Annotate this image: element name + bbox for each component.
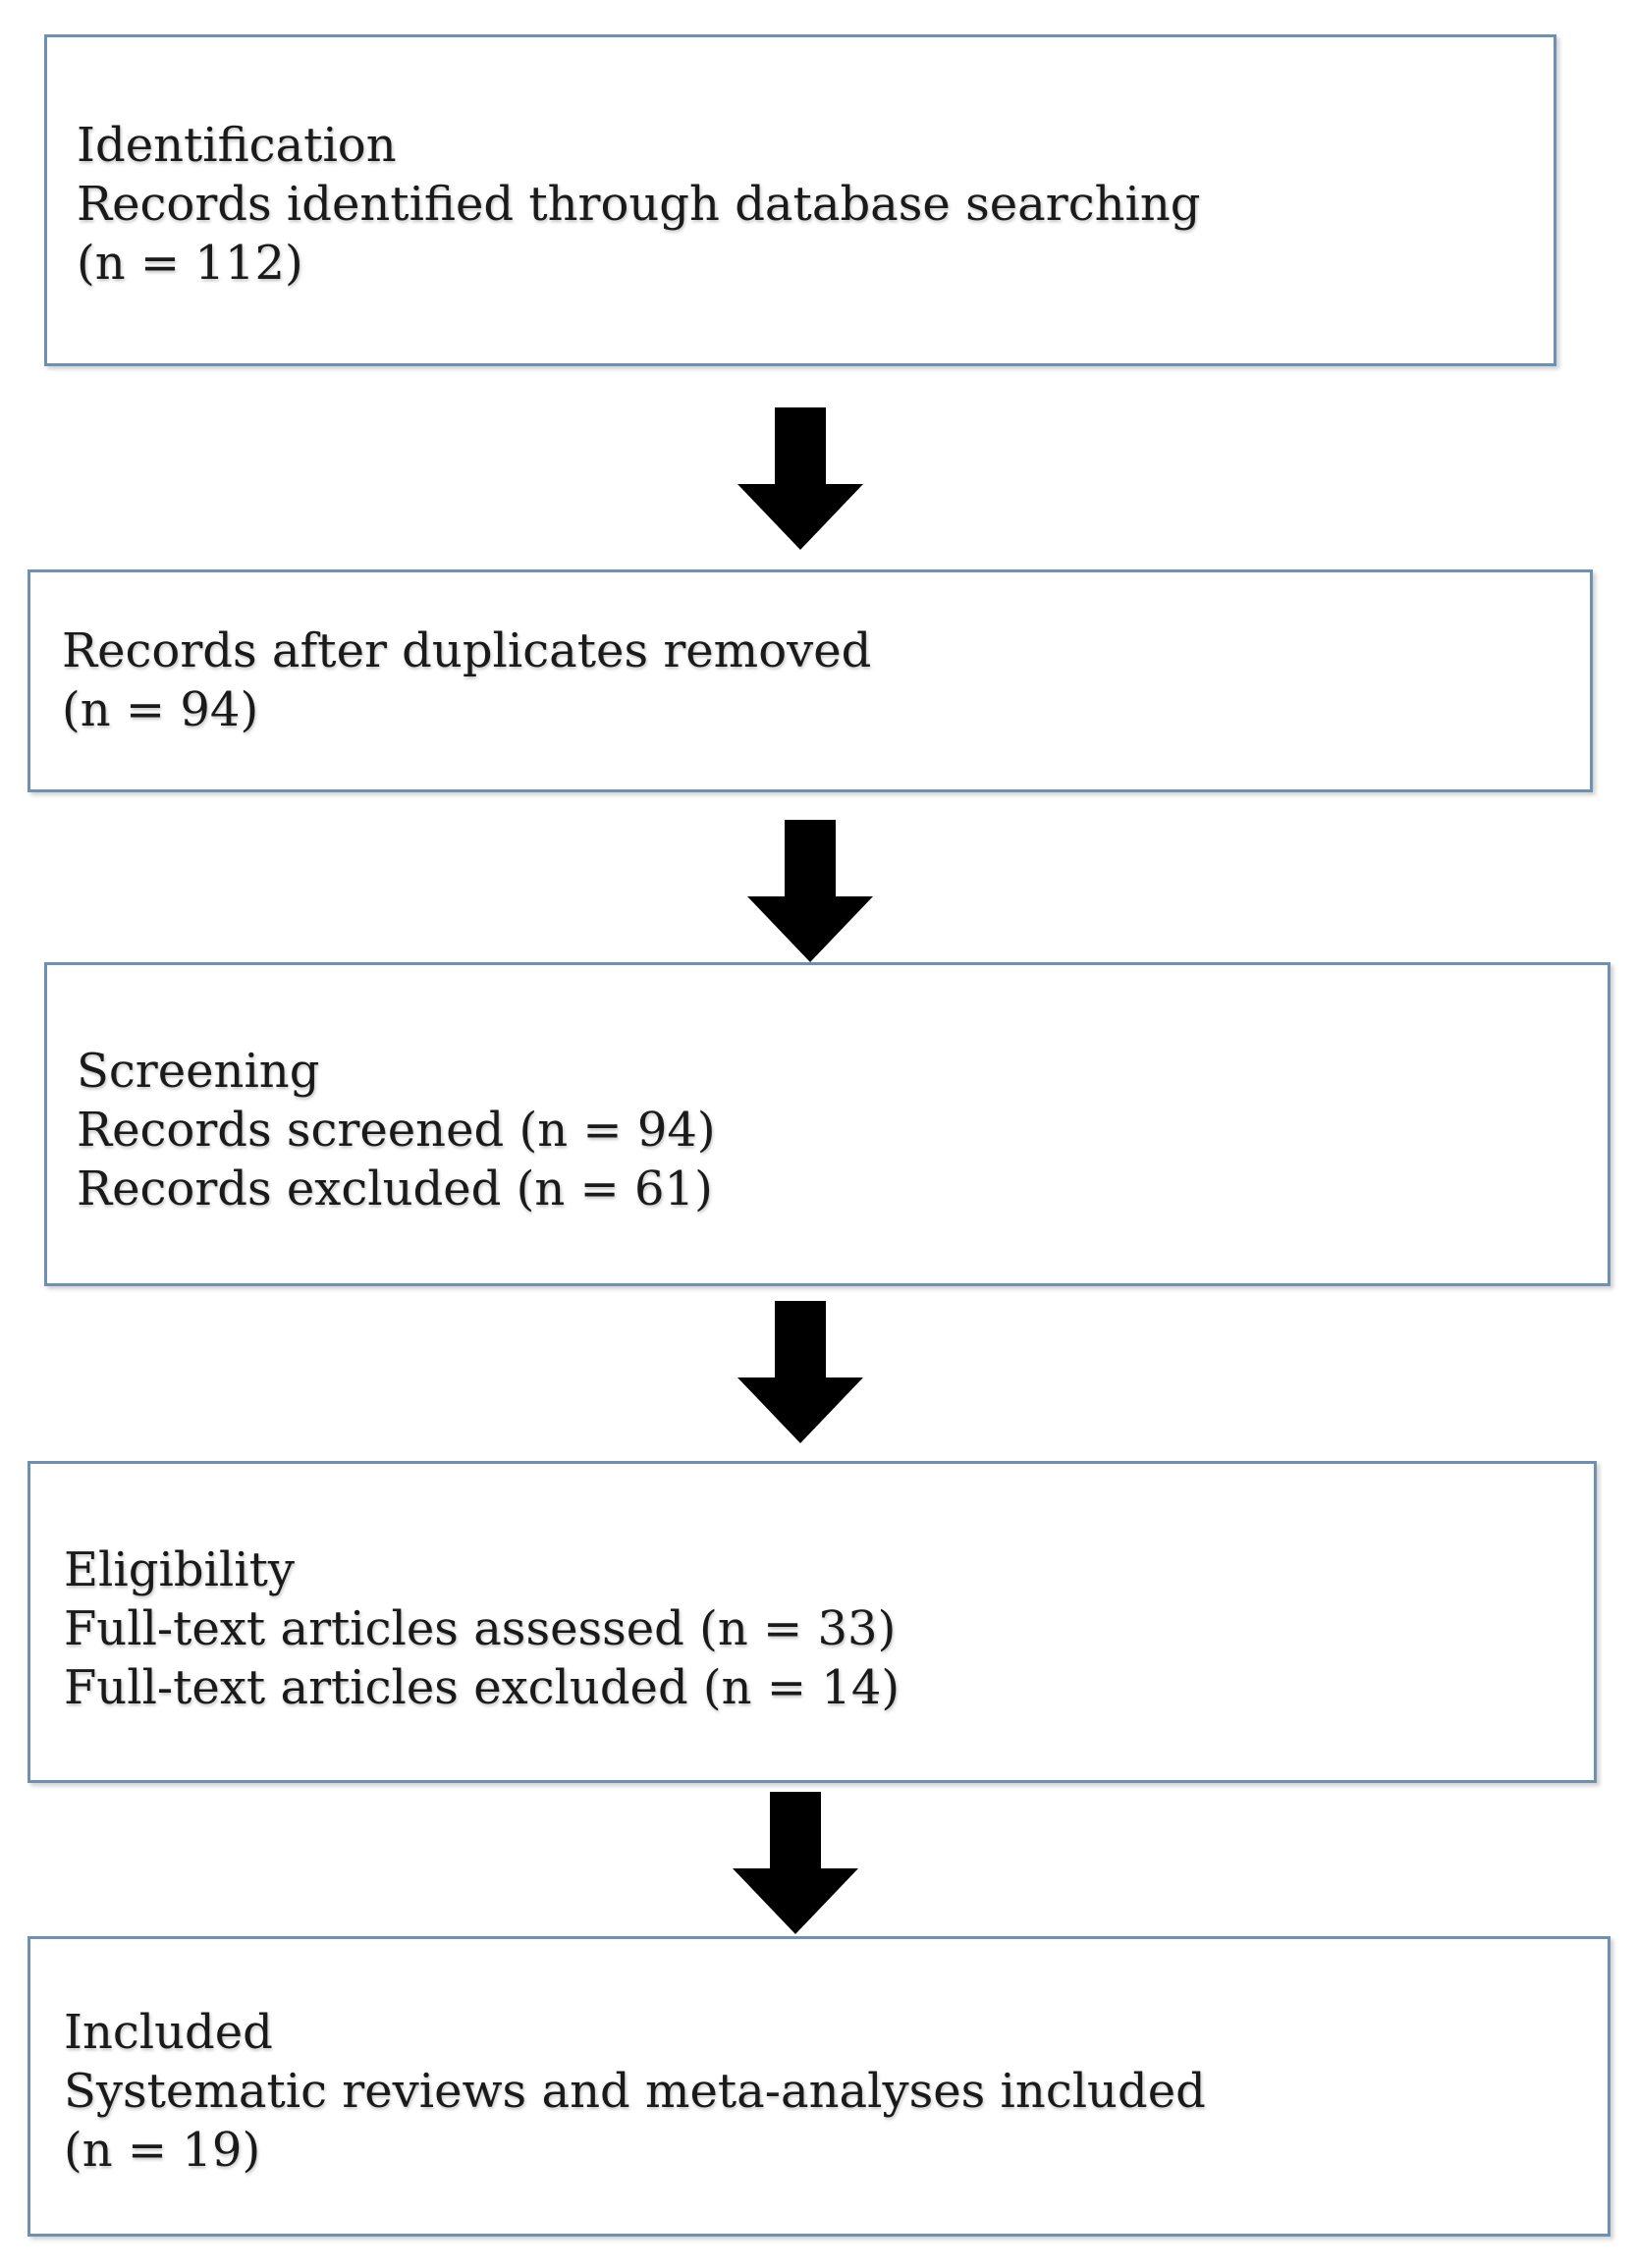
down-arrow-icon (733, 1792, 858, 1934)
included-text: Included Systematic reviews and meta-ana… (64, 2003, 1206, 2180)
duplicates-removed-description: Records after duplicates removed (62, 623, 872, 678)
eligibility-box: Eligibility Full-text articles assessed … (27, 1461, 1597, 1783)
included-count: (n = 19) (64, 2123, 261, 2178)
down-arrow-icon (747, 820, 873, 962)
identification-count: (n = 112) (77, 236, 303, 291)
eligibility-text: Eligibility Full-text articles assessed … (64, 1540, 900, 1717)
screening-box: Screening Records screened (n = 94) Reco… (44, 962, 1610, 1286)
screening-heading: Screening (77, 1044, 320, 1099)
down-arrow-icon (737, 1301, 863, 1443)
identification-heading: Identification (77, 118, 397, 173)
eligibility-assessed: Full-text articles assessed (n = 33) (64, 1601, 897, 1656)
duplicates-removed-text: Records after duplicates removed (n = 94… (62, 621, 871, 739)
duplicates-removed-box: Records after duplicates removed (n = 94… (27, 569, 1593, 792)
screening-text: Screening Records screened (n = 94) Reco… (77, 1042, 716, 1218)
included-box: Included Systematic reviews and meta-ana… (27, 1936, 1610, 2237)
identification-text: Identification Records identified throug… (77, 116, 1200, 293)
eligibility-excluded: Full-text articles excluded (n = 14) (64, 1660, 900, 1715)
duplicates-removed-count: (n = 94) (62, 682, 259, 737)
eligibility-heading: Eligibility (64, 1542, 296, 1597)
screening-excluded: Records excluded (n = 61) (77, 1161, 713, 1216)
included-description: Systematic reviews and meta-analyses inc… (64, 2064, 1206, 2119)
included-heading: Included (64, 2005, 273, 2060)
screening-screened: Records screened (n = 94) (77, 1103, 716, 1158)
identification-box: Identification Records identified throug… (44, 34, 1556, 366)
identification-description: Records identified through database sear… (77, 177, 1201, 232)
down-arrow-icon (737, 407, 863, 550)
